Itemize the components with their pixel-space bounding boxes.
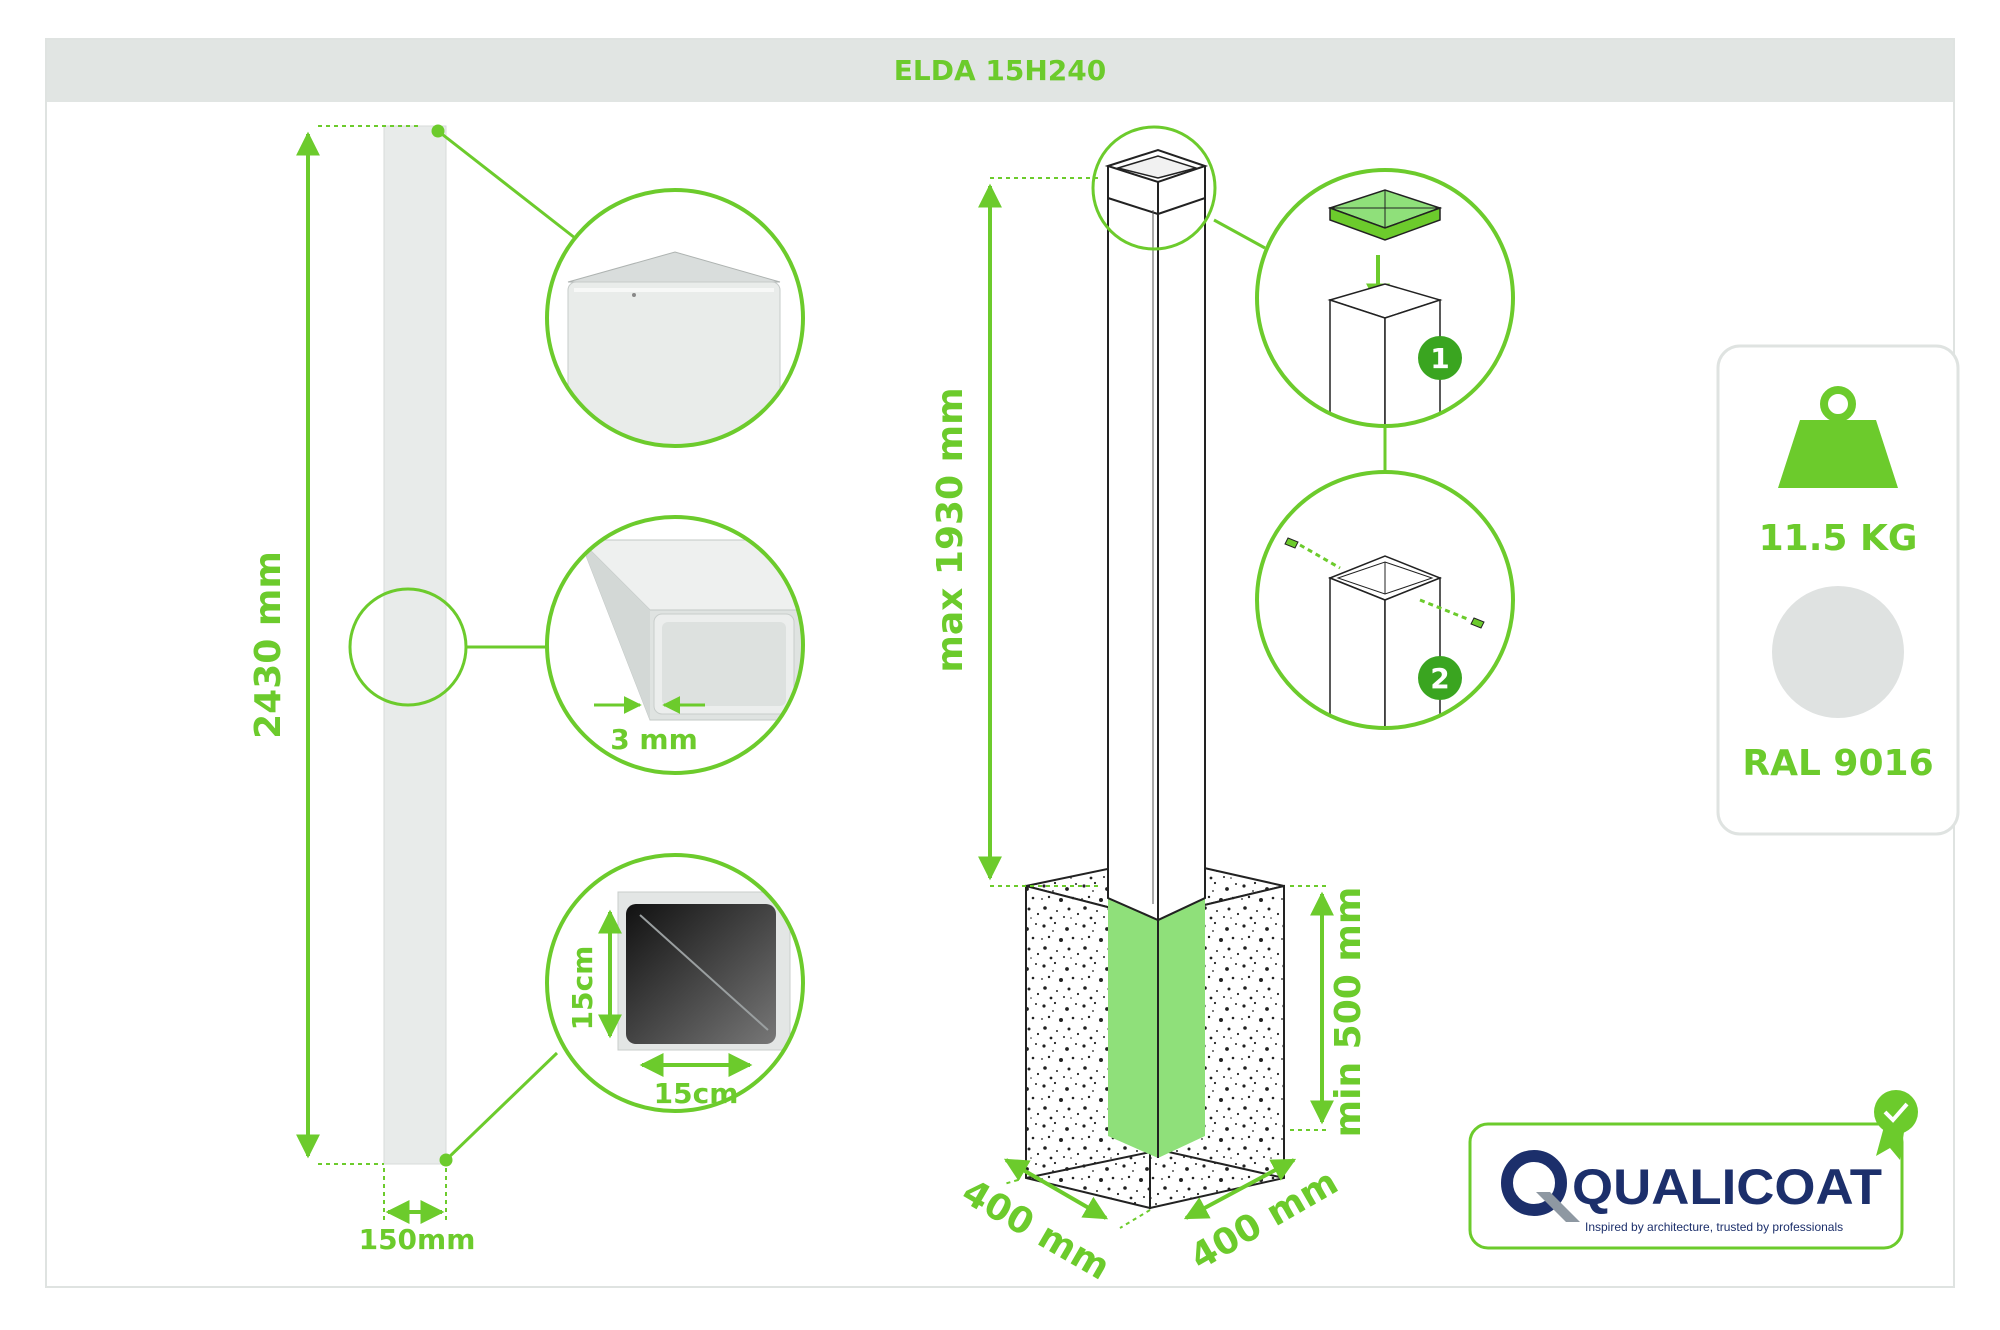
embedded-post-section bbox=[1107, 897, 1206, 1158]
color-swatch bbox=[1772, 586, 1904, 718]
detail-cap-top bbox=[545, 188, 805, 448]
brand-tagline: Inspired by architecture, trusted by pro… bbox=[1585, 1220, 1843, 1234]
qualicoat-badge: QUALICOAT Inspired by architecture, trus… bbox=[1468, 1090, 1918, 1250]
height-dimension: 2430 mm bbox=[248, 125, 420, 1165]
section-height-label: 15cm bbox=[566, 946, 599, 1031]
post-elevation bbox=[383, 125, 447, 1165]
qualicoat-q-logo bbox=[1501, 1150, 1580, 1222]
step1-detail: 1 bbox=[1255, 168, 1515, 428]
step2-number: 2 bbox=[1430, 662, 1449, 695]
foundation-depth-label: min 500 mm bbox=[1328, 887, 1369, 1138]
post-3d bbox=[1104, 148, 1209, 922]
color-name: RAL 9016 bbox=[1742, 743, 1933, 784]
above-ground-dimension: max 1930 mm bbox=[930, 177, 1098, 887]
width-dimension: 150mm bbox=[359, 1168, 476, 1256]
foundation-depth-dimension: min 500 mm bbox=[1290, 885, 1369, 1138]
detail-leaders-left bbox=[348, 124, 576, 1167]
title-bar: ELDA 15H240 bbox=[47, 40, 1953, 102]
above-ground-label: max 1930 mm bbox=[930, 387, 971, 672]
detail-wall-thickness: 3 mm bbox=[545, 515, 805, 775]
checkmark-seal-icon bbox=[1874, 1090, 1918, 1160]
weight-icon bbox=[1778, 386, 1898, 488]
product-title: ELDA 15H240 bbox=[893, 54, 1107, 87]
detail-cross-section: 15cm 15cm bbox=[545, 853, 805, 1113]
total-height-label: 2430 mm bbox=[248, 551, 289, 739]
brand-name: QUALICOAT bbox=[1572, 1159, 1882, 1215]
step1-number: 1 bbox=[1430, 342, 1449, 375]
step2-detail: 2 bbox=[1255, 470, 1515, 730]
weight-value: 11.5 KG bbox=[1759, 518, 1918, 559]
top-highlight-circle bbox=[1091, 125, 1266, 251]
section-width-label: 15cm bbox=[654, 1077, 739, 1110]
post-width-label: 150mm bbox=[359, 1223, 476, 1256]
wall-thickness-label: 3 mm bbox=[610, 723, 698, 756]
spec-card: 11.5 KG RAL 9016 bbox=[1716, 344, 1960, 836]
